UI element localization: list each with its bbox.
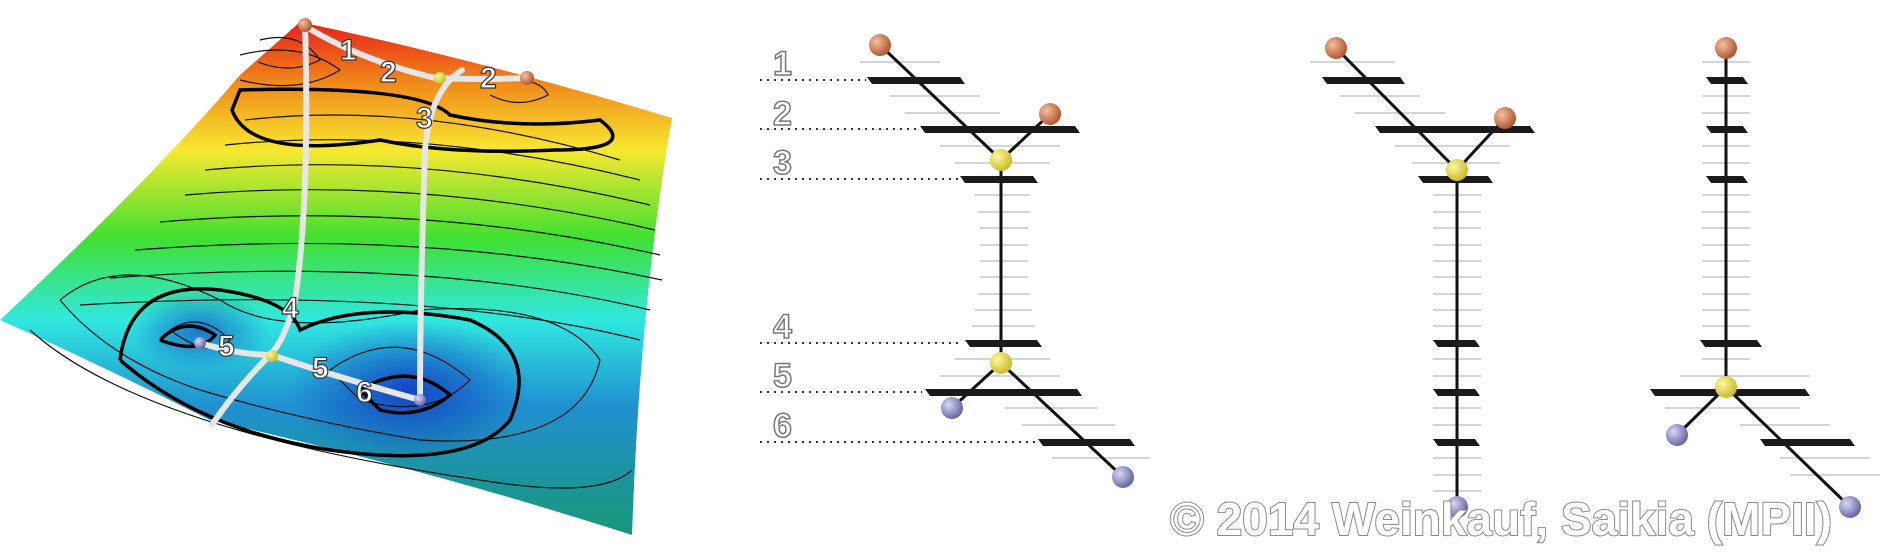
level-bar <box>1322 77 1405 84</box>
level-dotted-lines <box>760 79 1036 443</box>
join-tree <box>1310 37 1535 518</box>
minimum-node <box>1112 466 1134 488</box>
surface-label: 3 <box>416 102 433 135</box>
tree-edge <box>878 43 1003 162</box>
maximum-point <box>520 71 534 85</box>
minimum-point <box>194 337 206 349</box>
minimum-node <box>941 397 963 419</box>
level-bar <box>1706 77 1748 84</box>
tree-edge <box>1334 46 1459 172</box>
surface-label: 6 <box>356 376 373 409</box>
surface-label: 2 <box>380 56 397 89</box>
maximum-point <box>298 18 312 32</box>
tree-edge <box>1724 385 1852 509</box>
level-bar <box>1433 389 1480 396</box>
surface-label: 4 <box>282 292 299 325</box>
copyright-notice: © 2014 Weinkauf, Saikia (MPII) <box>1170 493 1832 545</box>
level-bar <box>1760 439 1855 446</box>
maximum-node <box>1039 103 1061 125</box>
minimum-node <box>1666 424 1688 446</box>
surface-label: 1 <box>340 34 357 67</box>
minimum-node <box>1446 496 1468 518</box>
maximum-node <box>1325 37 1347 59</box>
level-bar <box>1706 126 1748 133</box>
tree-edge <box>999 361 1125 479</box>
minimum-point <box>414 394 426 406</box>
level-bar <box>925 389 1082 396</box>
level-bar <box>965 340 1042 347</box>
maximum-node <box>869 34 891 56</box>
level-label: 5 <box>773 357 792 395</box>
saddle-node <box>990 149 1012 171</box>
minimum-node <box>1839 496 1861 518</box>
surface-label: 5 <box>312 352 329 385</box>
saddle-node <box>1446 159 1468 181</box>
separatrix-lines <box>197 21 527 428</box>
level-label: 2 <box>773 95 792 133</box>
surface-label: 2 <box>480 62 497 95</box>
tree-edge <box>950 361 1003 410</box>
saddle-node <box>1715 376 1737 398</box>
level-label: 6 <box>773 407 792 445</box>
level-axis: 1 2 3 4 5 6 <box>760 44 1036 446</box>
maximum-node <box>1494 107 1516 129</box>
level-label: 1 <box>773 45 792 83</box>
merge-tree-full <box>860 34 1150 488</box>
level-bar <box>1700 340 1762 347</box>
saddle-point <box>434 72 446 84</box>
contour-surface: 1 2 2 3 4 5 5 6 <box>0 18 672 535</box>
level-bar <box>1433 439 1480 446</box>
level-bar <box>1433 340 1480 347</box>
saddle-point <box>266 350 278 362</box>
level-bar <box>867 77 965 84</box>
split-tree <box>1650 37 1880 518</box>
surface-label: 5 <box>218 330 235 363</box>
level-label: 4 <box>773 308 792 346</box>
contour-lines <box>29 36 663 489</box>
maximum-node <box>1715 37 1737 59</box>
level-bar <box>1038 439 1135 446</box>
tree-edge <box>999 112 1052 162</box>
level-bar <box>1375 126 1535 133</box>
level-label: 3 <box>773 144 792 182</box>
level-bar <box>920 126 1080 133</box>
level-bar <box>960 176 1038 183</box>
saddle-node <box>990 352 1012 374</box>
level-bar <box>1706 176 1748 183</box>
